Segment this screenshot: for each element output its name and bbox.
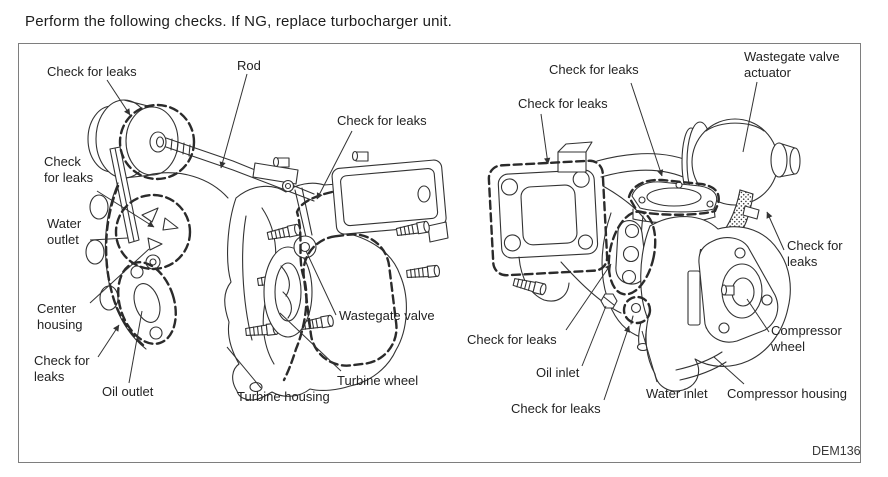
label-compressor-wheel: Compressor wheel <box>771 323 842 354</box>
label-water-outlet: Water outlet <box>47 216 82 247</box>
label-check-for-leaks-oil: Check for leaks <box>34 353 90 384</box>
label-center-housing: Center housing <box>37 301 83 332</box>
figure-border <box>18 43 861 463</box>
turbine-side-drawing <box>85 73 449 401</box>
label-wastegate-valve: Wastegate valve <box>339 308 435 323</box>
label-check-for-leaks-hose: Check for leaks <box>787 238 843 269</box>
label-check-for-leaks-joint: Check for leaks <box>467 332 557 347</box>
outlet-gasket <box>631 181 718 224</box>
leader-lines-left <box>89 73 353 389</box>
compressor-side-drawing <box>487 81 801 401</box>
label-check-for-leaks-flange: Check for leaks <box>337 113 427 128</box>
label-check-for-leaks-water: Check for leaks <box>511 401 601 416</box>
compressor-wheel-part <box>698 237 779 343</box>
label-check-for-leaks-inlet-flange: Check for leaks <box>518 96 608 111</box>
label-compressor-housing: Compressor housing <box>727 386 847 401</box>
center-housing-part <box>85 172 229 350</box>
label-wastegate-valve-actuator: Wastegate valve actuator <box>744 49 840 80</box>
figure-code: DEM136 <box>812 444 861 458</box>
instruction-text: Perform the following checks. If NG, rep… <box>25 13 452 30</box>
actuator-canister <box>87 99 179 179</box>
turbine-outlet-flange <box>331 159 447 235</box>
label-oil-inlet: Oil inlet <box>536 365 580 380</box>
rod-part <box>165 137 315 202</box>
label-check-for-leaks-housing: Check for leaks <box>44 154 94 185</box>
label-turbine-housing: Turbine housing <box>237 389 330 404</box>
label-water-inlet: Water inlet <box>646 386 708 401</box>
leak-check-outlines-left <box>104 103 398 382</box>
wastegate-actuator-part <box>681 118 801 206</box>
label-check-for-leaks-actuator: Check for leaks <box>47 64 137 79</box>
label-check-for-leaks-gasket: Check for leaks <box>549 62 639 77</box>
label-turbine-wheel: Turbine wheel <box>337 373 419 388</box>
label-oil-outlet: Oil outlet <box>102 384 154 399</box>
label-rod: Rod <box>237 58 261 73</box>
leader-lines-right <box>540 81 785 401</box>
turbine-inlet-flange <box>497 169 599 259</box>
